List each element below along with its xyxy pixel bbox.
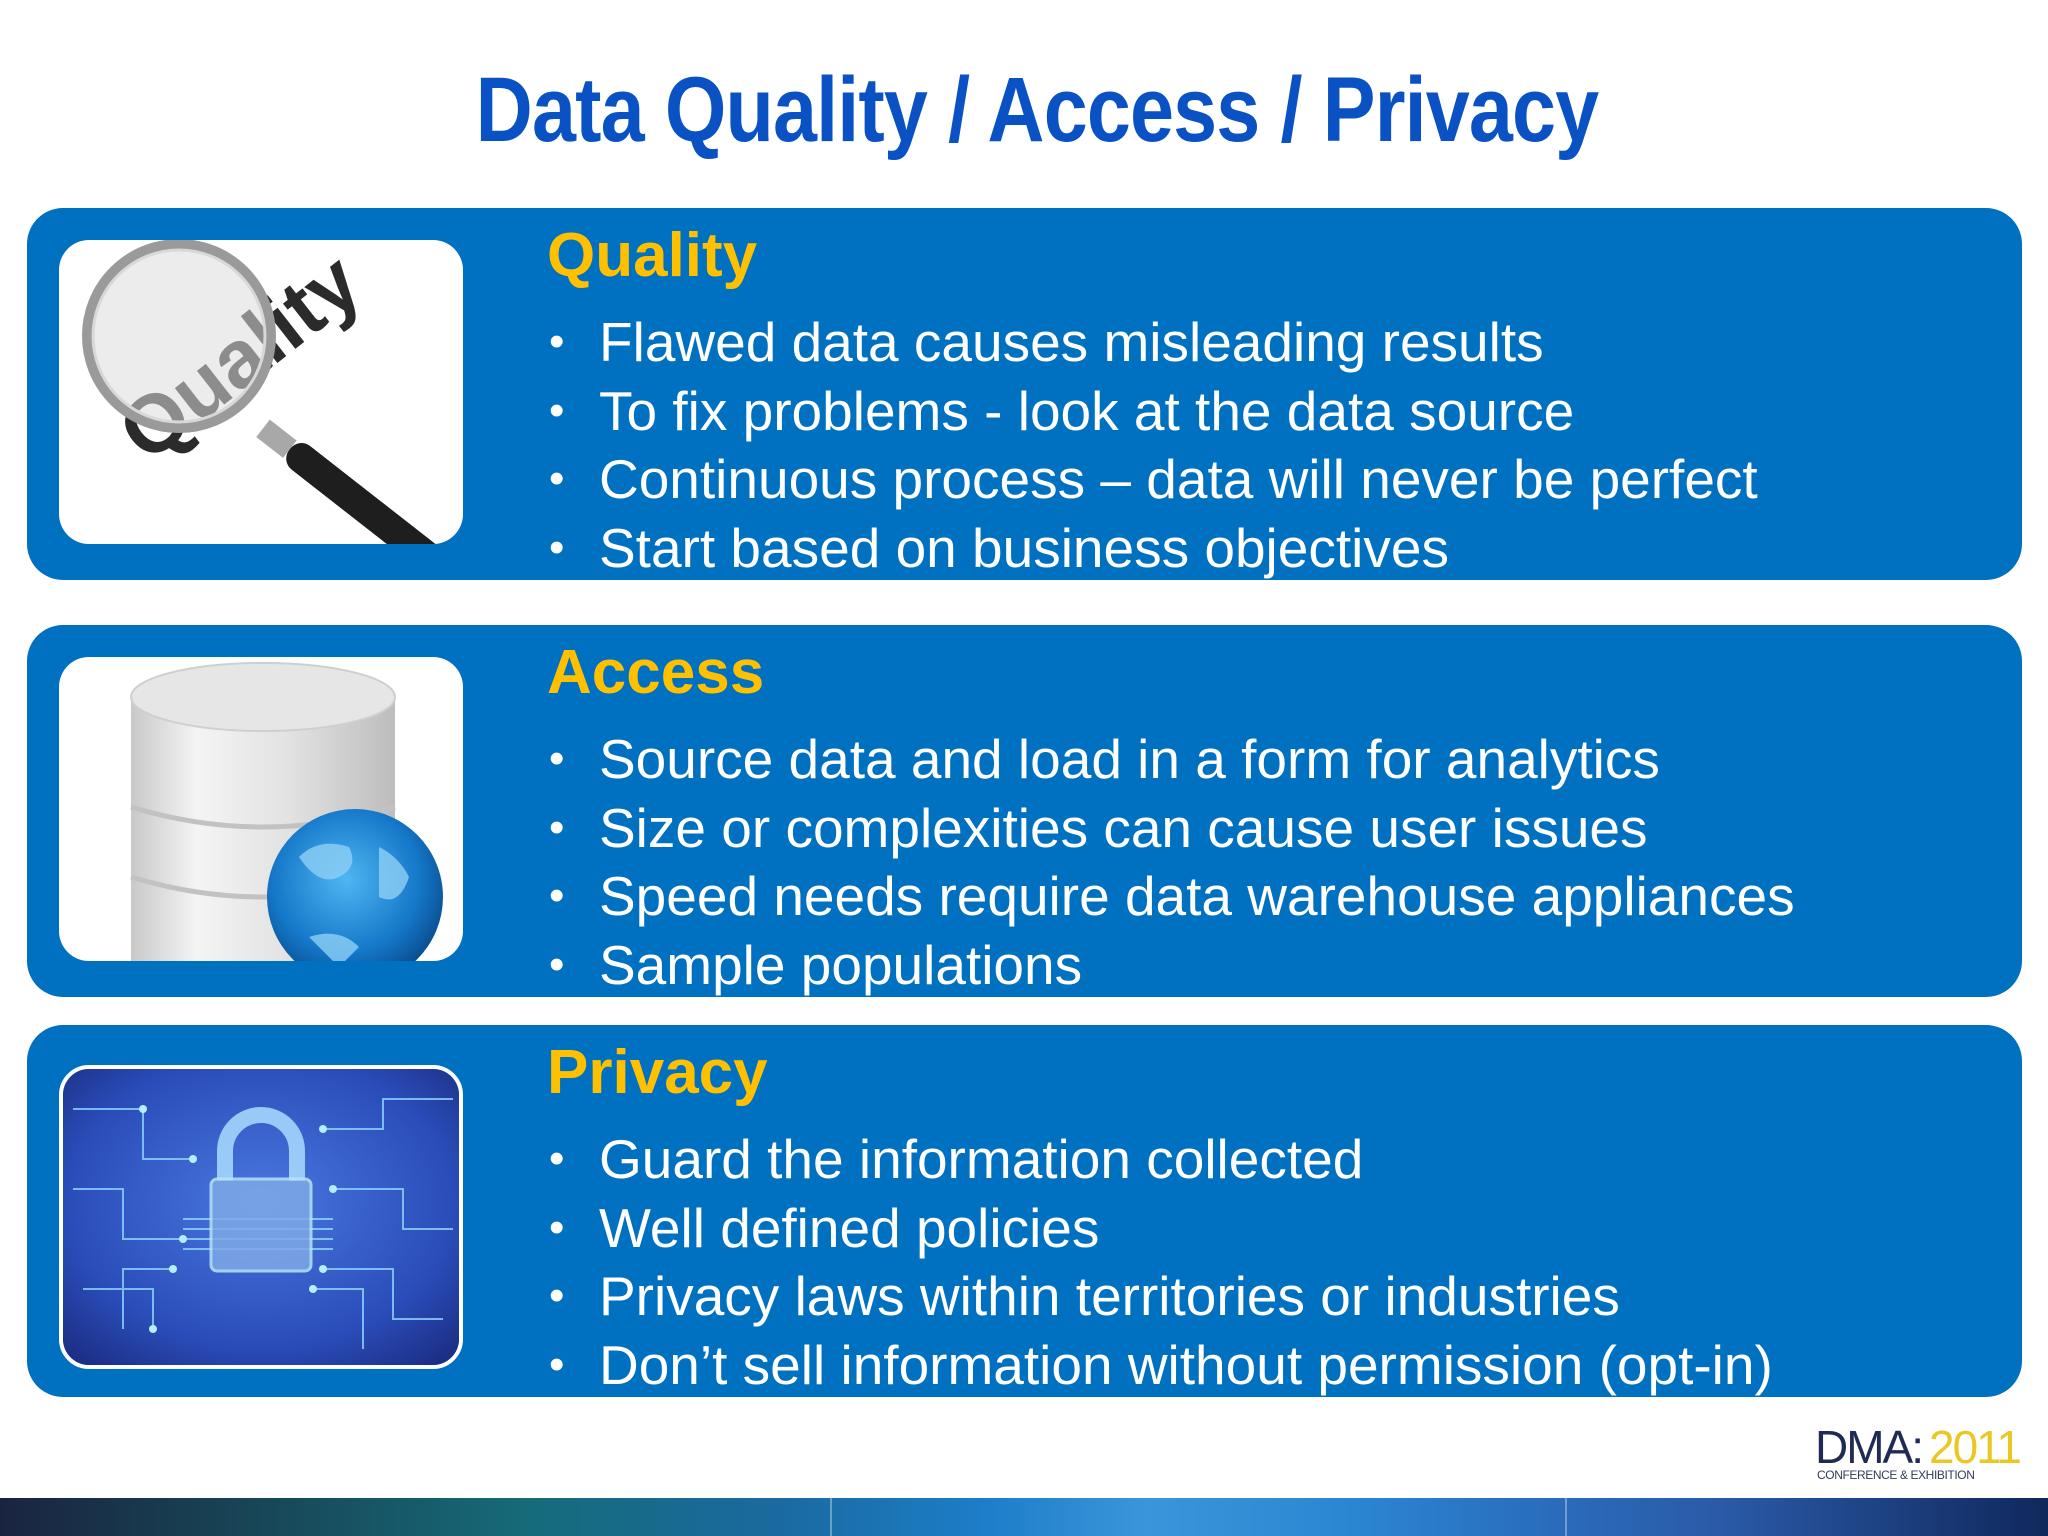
bullet-icon: • xyxy=(549,734,565,783)
list-item: •Guard the information collected xyxy=(547,1125,2007,1194)
bullet-icon: • xyxy=(549,802,565,852)
footer-divider xyxy=(830,1498,832,1536)
bullet-icon: • xyxy=(549,522,565,572)
magnifying-glass-quality-icon: Quality xyxy=(59,240,463,544)
list-item: •Start based on business objectives xyxy=(547,514,2007,583)
list-item: •Size or complexities can cause user iss… xyxy=(547,794,2007,863)
list-item: •Don’t sell information without permissi… xyxy=(547,1331,2007,1400)
dma-2011-logo: DMA: 2011 CONFERENCE & EXHIBITION xyxy=(1815,1420,2022,1482)
logo-subtitle: CONFERENCE & EXHIBITION xyxy=(1817,1468,1975,1482)
bullet-icon: • xyxy=(549,1134,565,1183)
list-item: •Flawed data causes misleading results xyxy=(547,308,2007,377)
bullet-icon: • xyxy=(549,1339,565,1389)
list-item: •Speed needs require data warehouse appl… xyxy=(547,862,2007,931)
access-bullet-list: •Source data and load in a form for anal… xyxy=(547,725,2007,999)
section-heading-access: Access xyxy=(547,638,765,707)
quality-bullet-list: •Flawed data causes misleading results •… xyxy=(547,308,2007,582)
bullet-icon: • xyxy=(549,385,565,435)
database-globe-icon xyxy=(59,657,463,961)
bullet-icon: • xyxy=(549,454,565,503)
bullet-icon: • xyxy=(549,317,565,366)
bullet-icon: • xyxy=(549,871,565,920)
privacy-panel: Privacy •Guard the information collected… xyxy=(27,1025,2022,1397)
bullet-icon: • xyxy=(549,1271,565,1320)
list-item: •Source data and load in a form for anal… xyxy=(547,725,2007,794)
padlock-circuit-icon xyxy=(59,1065,463,1369)
bullet-icon: • xyxy=(549,1202,565,1252)
section-heading-privacy: Privacy xyxy=(547,1038,768,1107)
slide-title: Data Quality / Access / Privacy xyxy=(475,59,1600,161)
quality-panel: Quality Quality •Flawed data causes misl… xyxy=(27,208,2022,580)
list-item: •Continuous process – data will never be… xyxy=(547,445,2007,514)
logo-year: 2011 xyxy=(1929,1421,2022,1473)
access-panel: Access •Source data and load in a form f… xyxy=(27,625,2022,997)
list-item: •Sample populations xyxy=(547,931,2007,1000)
list-item: •To fix problems - look at the data sour… xyxy=(547,377,2007,446)
section-heading-quality: Quality xyxy=(547,221,758,290)
logo-dma-text: DMA: xyxy=(1815,1421,1924,1473)
bullet-icon: • xyxy=(549,939,565,989)
privacy-bullet-list: •Guard the information collected •Well d… xyxy=(547,1125,2007,1399)
list-item: •Privacy laws within territories or indu… xyxy=(547,1262,2007,1331)
footer-divider xyxy=(1565,1498,1567,1536)
footer-decorative-band xyxy=(0,1498,2048,1536)
list-item: •Well defined policies xyxy=(547,1194,2007,1263)
